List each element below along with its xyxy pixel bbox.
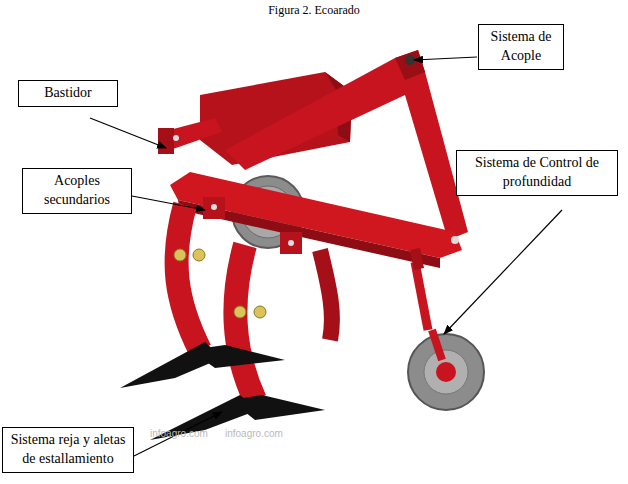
- frame-crossbar: [158, 118, 222, 154]
- shares-wings: [120, 342, 325, 440]
- watermark: infoagro.com: [150, 428, 208, 439]
- callout-text: Sistema de Acople: [484, 28, 558, 66]
- bolts: [174, 249, 266, 318]
- watermark: infoagro.com: [225, 428, 283, 439]
- callout-box: Bastidor: [18, 80, 118, 107]
- callout-text: Sistema reja y aletas de estallamiento: [8, 431, 128, 469]
- callout-box: Sistema reja y aletas de estallamiento: [2, 427, 134, 473]
- callout-box: Sistema de Control de profundidad: [456, 150, 618, 196]
- callout-box: Sistema de Acople: [478, 24, 564, 70]
- callout-text: Sistema de Control de profundidad: [462, 154, 612, 192]
- leader-arrows: [90, 57, 562, 456]
- depth-control: [408, 248, 484, 410]
- callout-text: Acoples secundarios: [28, 172, 126, 210]
- callout-box: Acoples secundarios: [22, 168, 132, 214]
- shanks: [177, 205, 332, 400]
- figure-title: Figura 2. Ecoarado: [0, 3, 628, 18]
- callout-text: Bastidor: [24, 84, 112, 103]
